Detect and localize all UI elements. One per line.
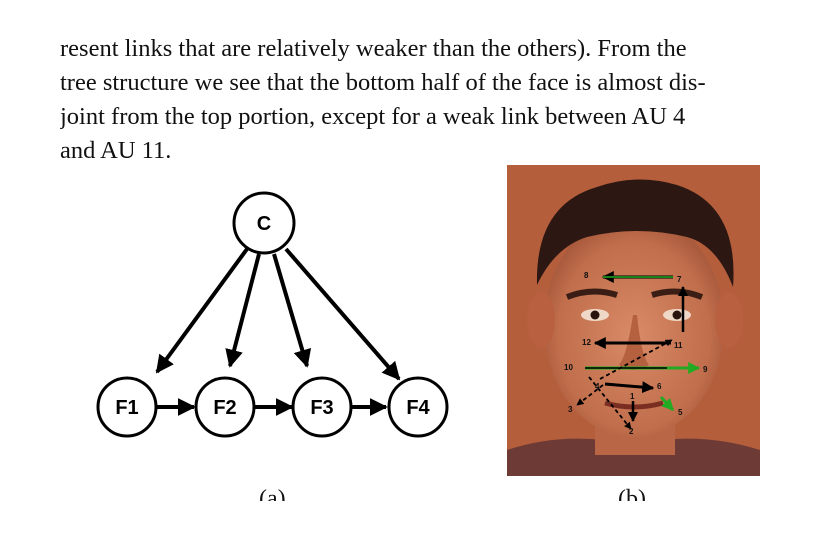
figure-a-caption: (a) [259, 487, 286, 501]
au-label-12: 12 [582, 338, 591, 347]
paragraph-line: resent links that are relatively weaker … [60, 35, 687, 62]
hair-shape [536, 179, 734, 287]
edge-c-f4 [284, 247, 401, 381]
node-label: C [257, 213, 271, 235]
eyebrow-right [651, 288, 704, 300]
node-f2: F2 [194, 376, 256, 438]
face-au-graph-svg: 7 8 12 11 10 9 4 6 1 3 5 2 [507, 165, 760, 476]
au-label-8: 8 [584, 271, 589, 280]
au-label-7: 7 [677, 275, 682, 284]
node-label: F1 [115, 397, 138, 419]
au-label-10: 10 [564, 363, 573, 372]
au-label-2: 2 [629, 427, 634, 436]
pupil-right [672, 310, 682, 320]
node-c: C [232, 191, 296, 255]
au-label-3: 3 [568, 405, 573, 414]
eyebrow-left [565, 288, 618, 300]
edge-au6-au5 [659, 395, 675, 412]
paragraph-line: joint from the top portion, except for a… [60, 103, 686, 130]
node-f3: F3 [291, 376, 353, 438]
au-label-11: 11 [674, 341, 683, 350]
figure-b-caption: (b) [618, 487, 646, 501]
node-label: F3 [310, 397, 333, 419]
edge-c-f1 [155, 247, 249, 374]
figure-b-face-photo: 7 8 12 11 10 9 4 6 1 3 5 2 [507, 165, 760, 476]
pupil-left [590, 310, 600, 320]
ear-left [527, 292, 555, 348]
au-edges-group [576, 271, 701, 430]
edge-au4-au3 [576, 384, 604, 406]
paragraph-line: tree structure we see that the bottom ha… [60, 69, 706, 96]
edge-c-f2 [225, 253, 261, 368]
paragraph-line: and AU 11. [60, 137, 172, 164]
figure-a-tree-diagram: C F1 F2 F3 F4 [79, 165, 469, 476]
node-f1: F1 [96, 376, 158, 438]
au-label-4: 4 [595, 382, 600, 391]
node-f4: F4 [387, 376, 449, 438]
au-label-6: 6 [657, 382, 662, 391]
ear-right [715, 292, 743, 348]
shirt-shape [507, 438, 760, 476]
edge-au4-au6 [604, 381, 655, 394]
au-label-1: 1 [630, 392, 635, 401]
body-paragraph: resent links that are relatively weaker … [60, 32, 765, 168]
edge-c-f3 [272, 253, 312, 368]
node-label: F2 [213, 397, 236, 419]
node-label: F4 [406, 397, 430, 419]
au-label-9: 9 [703, 365, 708, 374]
edges-group [155, 247, 401, 416]
au-label-5: 5 [678, 408, 683, 417]
tree-diagram-svg: C F1 F2 F3 F4 [96, 191, 449, 438]
au-labels-group: 7 8 12 11 10 9 4 6 1 3 5 2 [564, 271, 708, 436]
